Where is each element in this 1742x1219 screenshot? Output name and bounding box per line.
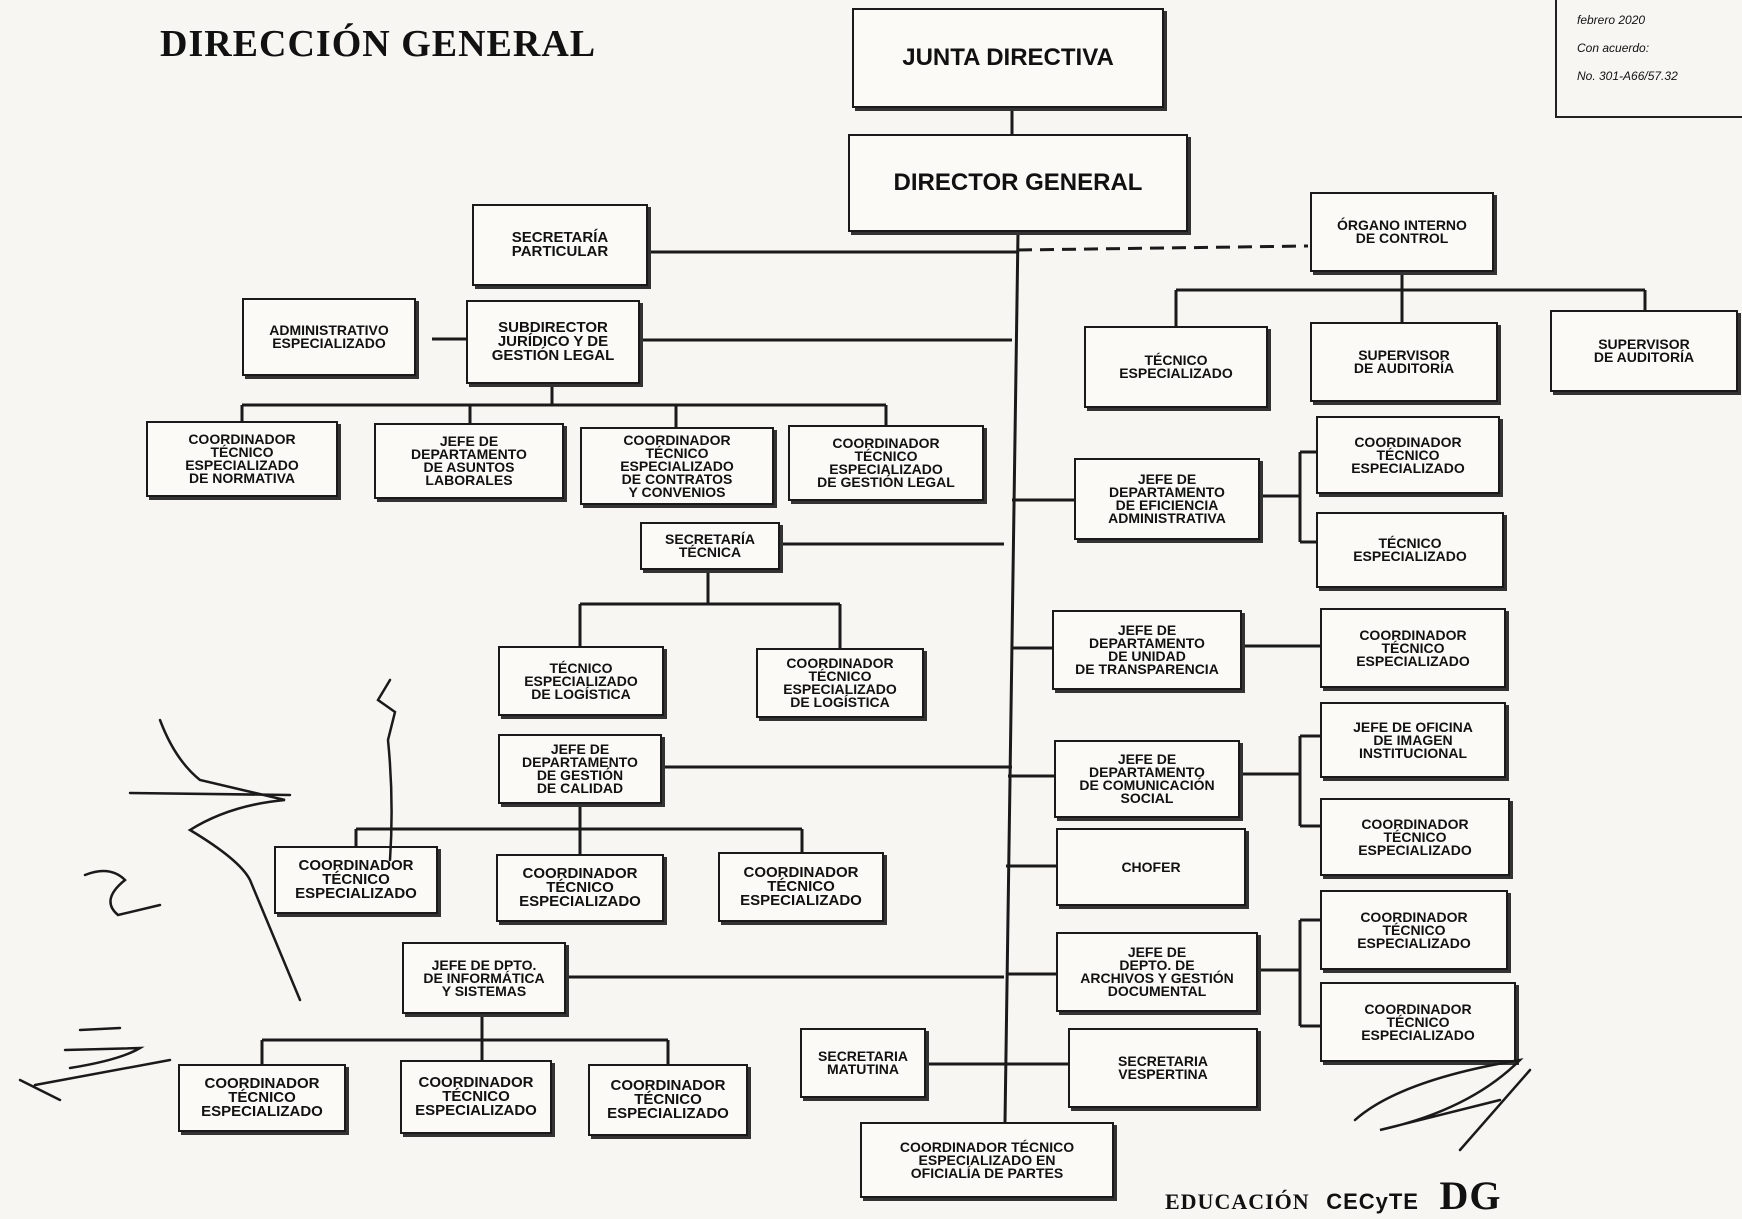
org-box-coord-gestion-legal: COORDINADOR TÉCNICO ESPECIALIZADO DE GES… bbox=[788, 425, 984, 501]
org-box-jefe-informatica-sistemas: JEFE DE DPTO. DE INFORMÁTICA Y SISTEMAS bbox=[402, 942, 566, 1014]
org-box-jefe-asuntos-laborales: JEFE DE DEPARTAMENTO DE ASUNTOS LABORALE… bbox=[374, 423, 564, 499]
org-box-archivos-coordinador-2: COORDINADOR TÉCNICO ESPECIALIZADO bbox=[1320, 982, 1516, 1062]
org-box-secretaria-tecnica: SECRETARÍA TÉCNICA bbox=[640, 522, 780, 570]
org-box-jefe-archivos-gestion-documental: JEFE DE DEPTO. DE ARCHIVOS Y GESTIÓN DOC… bbox=[1056, 932, 1258, 1012]
page-title: DIRECCIÓN GENERAL bbox=[160, 23, 597, 65]
org-box-jefe-oficina-imagen-institucional: JEFE DE OFICINA DE IMAGEN INSTITUCIONAL bbox=[1320, 702, 1506, 778]
org-box-archivos-coordinador-1: COORDINADOR TÉCNICO ESPECIALIZADO bbox=[1320, 890, 1508, 970]
org-box-administrativo-especializado: ADMINISTRATIVO ESPECIALIZADO bbox=[242, 298, 416, 376]
org-box-informatica-coordinador-1: COORDINADOR TÉCNICO ESPECIALIZADO bbox=[178, 1064, 346, 1132]
org-box-coord-oficialia-partes: COORDINADOR TÉCNICO ESPECIALIZADO EN OFI… bbox=[860, 1122, 1114, 1198]
org-box-calidad-coordinador-1: COORDINADOR TÉCNICO ESPECIALIZADO bbox=[274, 846, 438, 914]
org-box-secretaria-particular: SECRETARÍA PARTICULAR bbox=[472, 204, 648, 286]
stamp-date: febrero 2020 bbox=[1577, 13, 1646, 27]
org-box-secretaria-matutina: SECRETARIA MATUTINA bbox=[800, 1028, 926, 1098]
org-box-coord-logistica: COORDINADOR TÉCNICO ESPECIALIZADO DE LOG… bbox=[756, 648, 924, 718]
org-box-oic-supervisor-auditoria-2: SUPERVISOR DE AUDITORÍA bbox=[1550, 310, 1738, 392]
org-box-jefe-comunicacion-social: JEFE DE DEPARTAMENTO DE COMUNICACIÓN SOC… bbox=[1054, 740, 1240, 818]
org-box-informatica-coordinador-2: COORDINADOR TÉCNICO ESPECIALIZADO bbox=[400, 1060, 552, 1134]
org-box-transparencia-coordinador: COORDINADOR TÉCNICO ESPECIALIZADO bbox=[1320, 608, 1506, 688]
org-box-oic-tecnico-especializado: TÉCNICO ESPECIALIZADO bbox=[1084, 326, 1268, 408]
org-box-director-general: DIRECTOR GENERAL bbox=[848, 134, 1188, 232]
cecyte-logo: CECyTE bbox=[1326, 1189, 1419, 1214]
org-box-informatica-coordinador-3: COORDINADOR TÉCNICO ESPECIALIZADO bbox=[588, 1064, 748, 1136]
org-box-secretaria-vespertina: SECRETARIA VESPERTINA bbox=[1068, 1028, 1258, 1108]
org-box-subdirector-juridico: SUBDIRECTOR JURÍDICO Y DE GESTIÓN LEGAL bbox=[466, 300, 640, 384]
approval-stamp: febrero 2020 Con acuerdo: No. 301-A66/57… bbox=[1555, 0, 1742, 118]
org-box-jefe-unidad-transparencia: JEFE DE DEPARTAMENTO DE UNIDAD DE TRANSP… bbox=[1052, 610, 1242, 690]
footer-logos: EDUCACIÓN CECyTE DG bbox=[1165, 1172, 1501, 1219]
org-box-comunicacion-coordinador: COORDINADOR TÉCNICO ESPECIALIZADO bbox=[1320, 798, 1510, 876]
org-box-junta-directiva: JUNTA DIRECTIVA bbox=[852, 8, 1164, 108]
org-box-chofer: CHOFER bbox=[1056, 828, 1246, 906]
org-box-eficiencia-tecnico: TÉCNICO ESPECIALIZADO bbox=[1316, 512, 1504, 588]
org-box-tecnico-logistica: TÉCNICO ESPECIALIZADO DE LOGÍSTICA bbox=[498, 646, 664, 716]
dg-logo: DG bbox=[1439, 1173, 1502, 1218]
org-box-coord-contratos-convenios: COORDINADOR TÉCNICO ESPECIALIZADO DE CON… bbox=[580, 427, 774, 505]
stamp-agreement-number: No. 301-A66/57.32 bbox=[1577, 69, 1678, 83]
org-box-coord-normativa: COORDINADOR TÉCNICO ESPECIALIZADO DE NOR… bbox=[146, 421, 338, 497]
org-box-calidad-coordinador-3: COORDINADOR TÉCNICO ESPECIALIZADO bbox=[718, 852, 884, 922]
org-box-calidad-coordinador-2: COORDINADOR TÉCNICO ESPECIALIZADO bbox=[496, 854, 664, 922]
org-box-jefe-eficiencia-administrativa: JEFE DE DEPARTAMENTO DE EFICIENCIA ADMIN… bbox=[1074, 458, 1260, 540]
stamp-agreement-label: Con acuerdo: bbox=[1577, 41, 1650, 55]
org-box-eficiencia-coordinador: COORDINADOR TÉCNICO ESPECIALIZADO bbox=[1316, 416, 1500, 494]
org-box-jefe-gestion-calidad: JEFE DE DEPARTAMENTO DE GESTIÓN DE CALID… bbox=[498, 734, 662, 804]
org-box-oic-supervisor-auditoria-1: SUPERVISOR DE AUDITORÍA bbox=[1310, 322, 1498, 402]
org-box-organo-interno-de-control: ÓRGANO INTERNO DE CONTROL bbox=[1310, 192, 1494, 272]
